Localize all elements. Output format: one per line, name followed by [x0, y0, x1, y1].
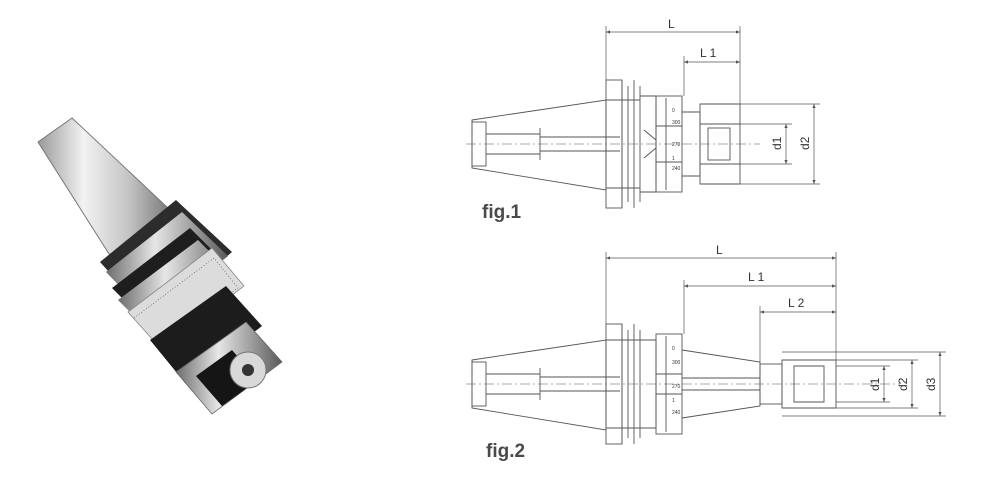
tool-holder-photo: [37, 117, 283, 415]
svg-text:270: 270: [672, 142, 681, 148]
fig1-dim-L: L: [668, 17, 675, 31]
fig2-scale: 0 300 270 1 240: [672, 346, 681, 416]
fig2-dim-d3: d3: [924, 377, 938, 391]
fig1-dimensions: [605, 26, 820, 185]
svg-text:0: 0: [672, 108, 675, 114]
fig2-dim-d2: d2: [896, 377, 910, 391]
fig2-dim-d1: d1: [868, 377, 882, 391]
fig2-dim-L2: L 2: [788, 296, 805, 310]
fig2-caption: fig.2: [486, 441, 526, 462]
svg-text:1: 1: [672, 398, 675, 404]
svg-text:270: 270: [672, 384, 681, 390]
svg-text:300: 300: [672, 120, 681, 126]
fig2-dimensions: [605, 252, 946, 417]
fig1-dim-L1: L 1: [700, 46, 717, 60]
fig1-drawing: [466, 79, 760, 209]
fig1-dim-d1: d1: [770, 136, 784, 150]
fig1-caption: fig.1: [482, 202, 522, 223]
svg-text:300: 300: [672, 360, 681, 366]
fig2-drawing: [466, 323, 900, 445]
photo-nose: [150, 286, 283, 415]
svg-text:240: 240: [672, 166, 681, 172]
fig1-dim-d2: d2: [798, 136, 812, 150]
svg-text:240: 240: [672, 410, 681, 416]
fig2-dim-L: L: [716, 243, 723, 257]
photo-scale-ring: [127, 247, 245, 351]
svg-text:1: 1: [672, 156, 675, 162]
fig2-dim-L1: L 1: [748, 270, 765, 284]
fig1-scale: 0 300 270 1 240: [672, 108, 681, 172]
svg-text:0: 0: [672, 346, 675, 352]
